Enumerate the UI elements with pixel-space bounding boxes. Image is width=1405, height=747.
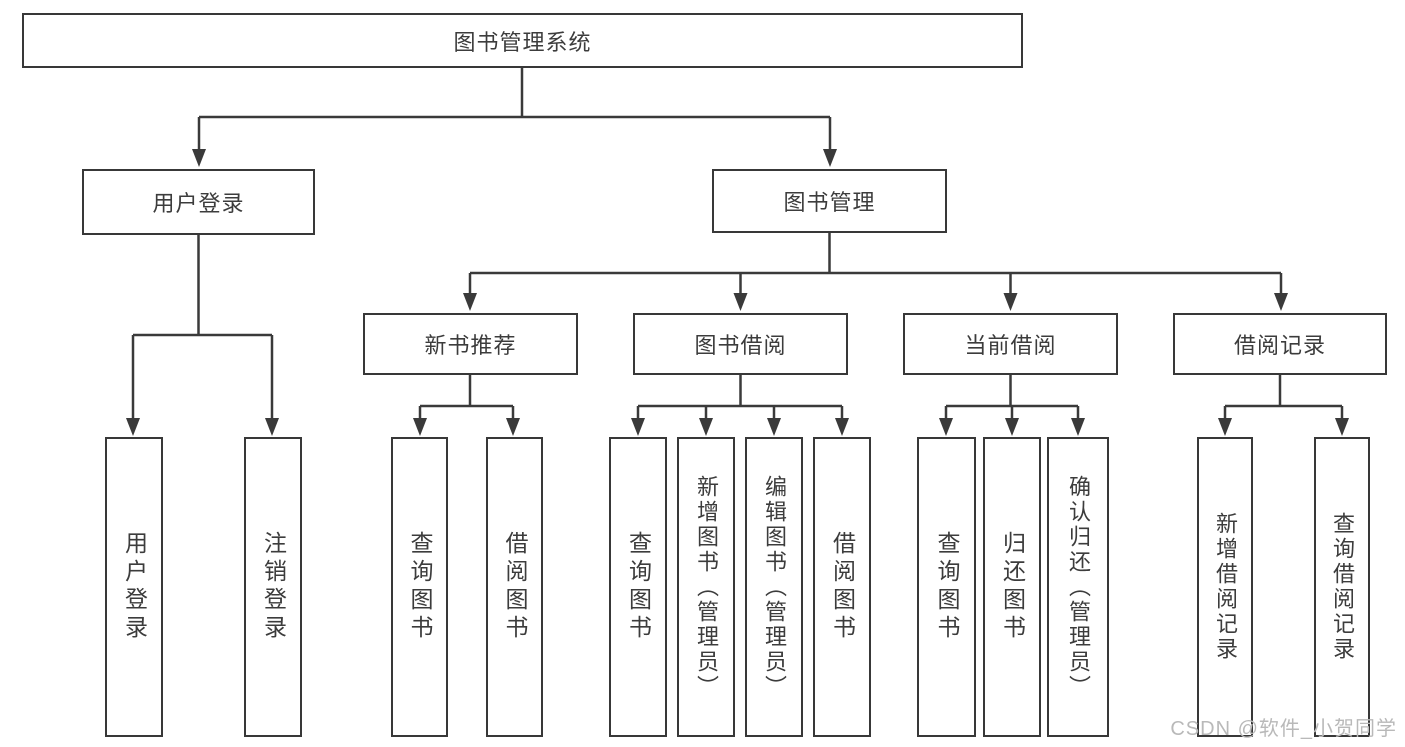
node-user-login: 用户登录	[82, 169, 315, 235]
leaf-user-login: 用户登录	[105, 437, 163, 737]
leaf-query-books-current: 查询图书	[917, 437, 976, 737]
leaf-query-borrow-record: 查询借阅记录	[1314, 437, 1370, 737]
leaf-borrow-books: 借阅图书	[813, 437, 871, 737]
leaf-borrow-books-recommend: 借阅图书	[486, 437, 543, 737]
leaf-confirm-return-admin: 确认归还（管理员）	[1047, 437, 1109, 737]
node-root-system: 图书管理系统	[22, 13, 1023, 68]
leaf-query-books-recommend: 查询图书	[391, 437, 448, 737]
leaf-logout: 注销登录	[244, 437, 302, 737]
node-borrow-records: 借阅记录	[1173, 313, 1387, 375]
leaf-add-books-admin: 新增图书（管理员）	[677, 437, 735, 737]
node-new-book-recommend: 新书推荐	[363, 313, 578, 375]
csdn-watermark: CSDN @软件_小贺同学	[1170, 718, 1397, 740]
node-current-borrow: 当前借阅	[903, 313, 1118, 375]
leaf-add-borrow-record: 新增借阅记录	[1197, 437, 1253, 737]
node-book-borrow: 图书借阅	[633, 313, 848, 375]
leaf-return-books: 归还图书	[983, 437, 1041, 737]
leaf-edit-books-admin: 编辑图书（管理员）	[745, 437, 803, 737]
leaf-query-books-borrow: 查询图书	[609, 437, 667, 737]
node-book-management: 图书管理	[712, 169, 947, 233]
